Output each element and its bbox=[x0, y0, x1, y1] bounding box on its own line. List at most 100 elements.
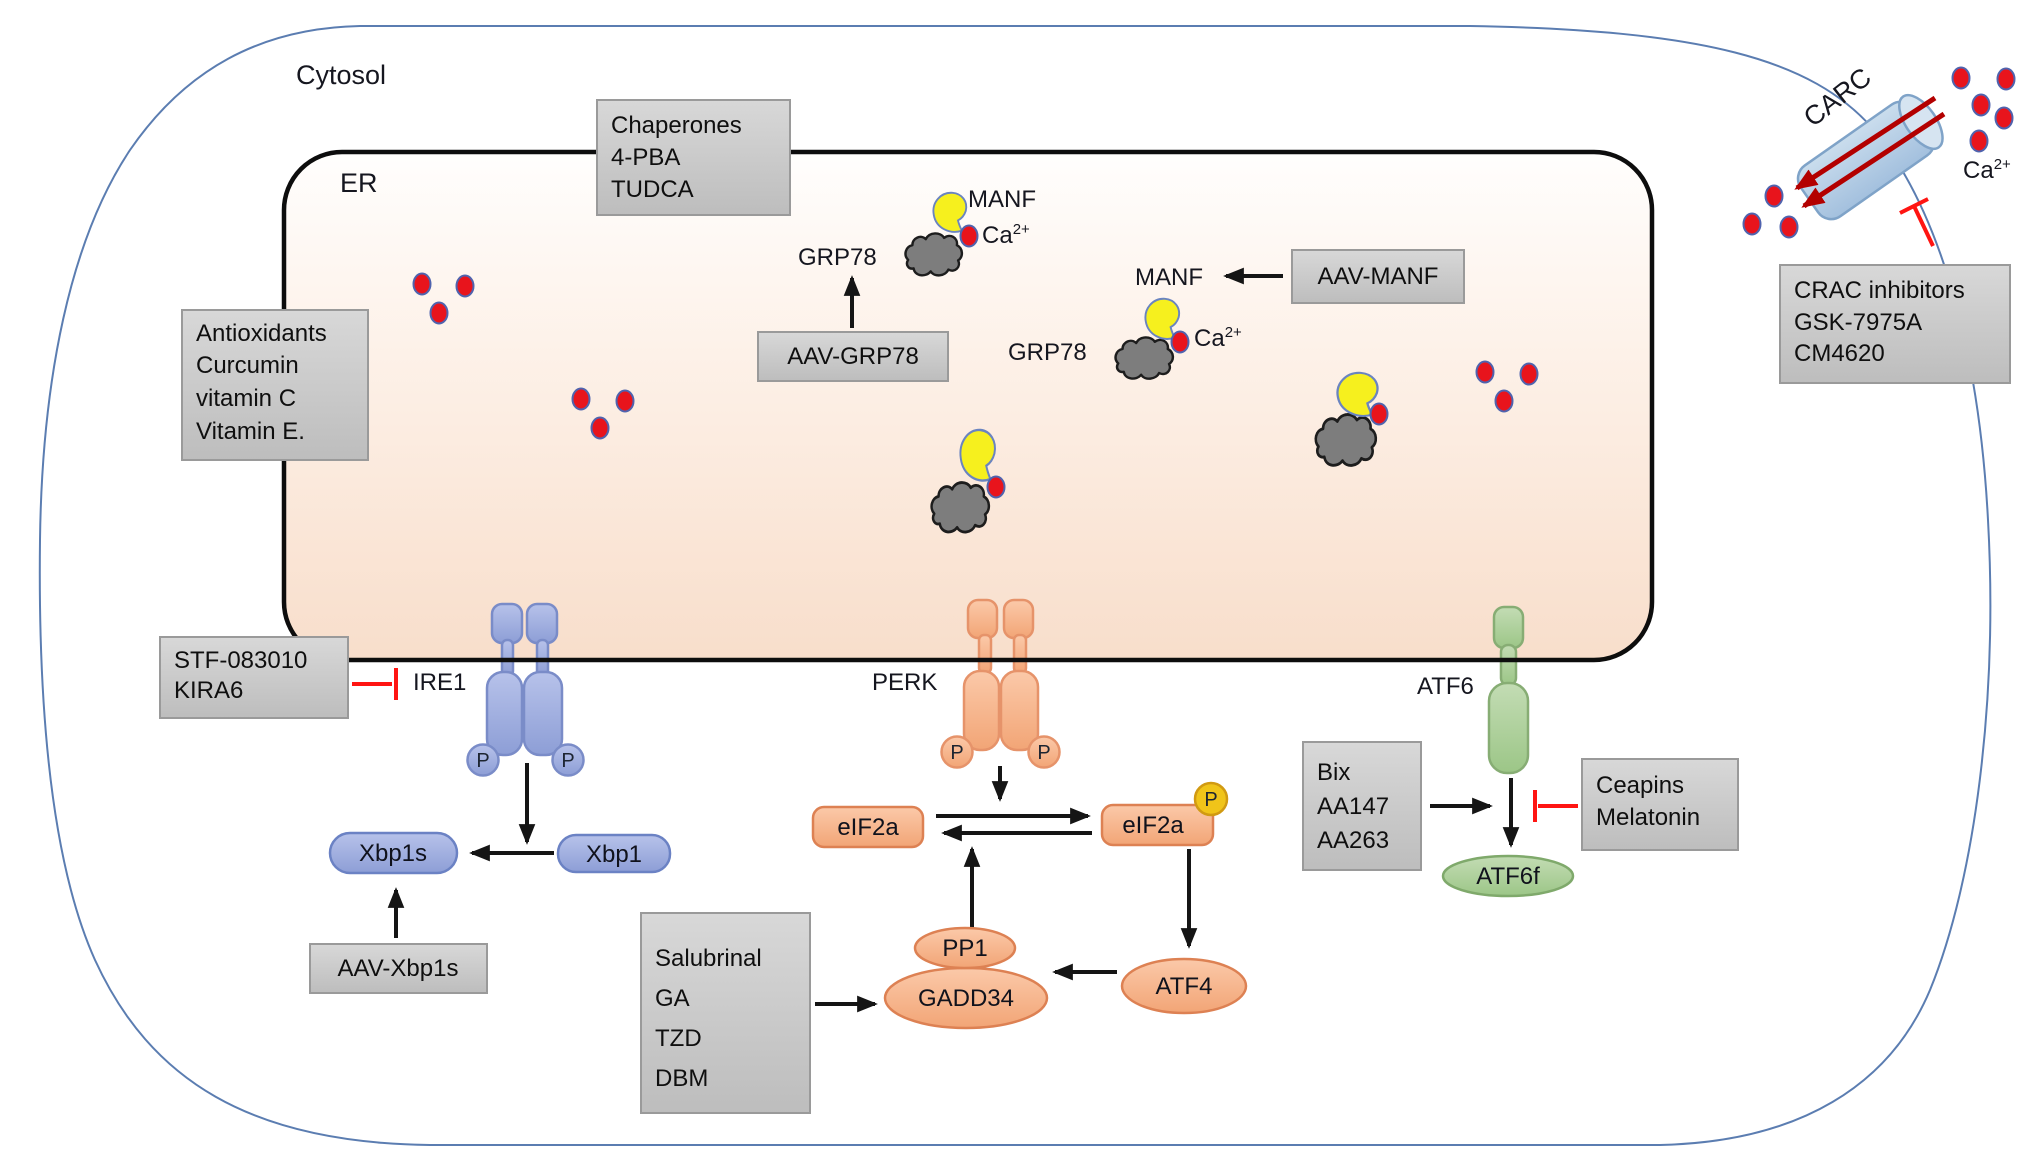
gadd34-modulators-line: Salubrinal bbox=[655, 945, 762, 972]
calcium-dot bbox=[959, 224, 979, 248]
aav-manf-label: AAV-MANF bbox=[1318, 263, 1439, 290]
xbp1s-node: Xbp1s bbox=[328, 831, 459, 875]
gadd34-label: GADD34 bbox=[918, 985, 1014, 1012]
chaperones-line: 4-PBA bbox=[611, 144, 680, 171]
gadd34-modulators-box: Salubrinal GA TZD DBM bbox=[640, 912, 811, 1114]
gadd34-modulators-line: TZD bbox=[655, 1025, 702, 1052]
crac-inhibitors-line: CRAC inhibitors bbox=[1794, 277, 1965, 304]
calcium-dot bbox=[1971, 93, 1991, 117]
er-label: ER bbox=[340, 168, 378, 198]
pp1-node: PP1 bbox=[913, 926, 1017, 970]
atf6f-node: ATF6f bbox=[1441, 854, 1575, 898]
phospho-badge bbox=[551, 743, 585, 777]
calcium-dot bbox=[1764, 184, 1784, 208]
atf6-activators-box: Bix AA147 AA263 bbox=[1302, 741, 1422, 871]
grp78-manf-complex-4 bbox=[1314, 371, 1389, 467]
atf6-inhibitors-line: Melatonin bbox=[1596, 804, 1700, 831]
phospho-badge bbox=[466, 743, 500, 777]
antioxidants-line: Antioxidants bbox=[196, 320, 327, 347]
calcium-dot bbox=[615, 389, 635, 413]
calcium-cluster-right bbox=[1475, 360, 1539, 413]
eif2a-p-label: eIF2a bbox=[1122, 812, 1184, 839]
calcium-dot bbox=[1494, 389, 1514, 413]
atf6-activators-line: Bix bbox=[1317, 759, 1350, 786]
aav-grp78-box: AAV-GRP78 bbox=[757, 331, 949, 382]
perk-receptor bbox=[940, 598, 1061, 769]
calcium-label: Ca2+ bbox=[1194, 324, 1242, 352]
xbp1s-label: Xbp1s bbox=[359, 840, 427, 867]
calcium-dot bbox=[986, 475, 1006, 499]
grp78-manf-complex-2: MANF GRP78 Ca2+ bbox=[1008, 264, 1242, 380]
phospho-p-label: P bbox=[1204, 789, 1217, 811]
grp78-protein-icon bbox=[930, 481, 991, 534]
atf4-node: ATF4 bbox=[1120, 957, 1248, 1015]
atf6-inhibitors-line: Ceapins bbox=[1596, 772, 1684, 799]
xbp1-node: Xbp1 bbox=[556, 833, 672, 874]
eif2a-node: eIF2a bbox=[811, 805, 925, 849]
calcium-dot bbox=[1969, 129, 1989, 153]
grp78-protein-icon bbox=[1114, 336, 1175, 380]
atf4-label: ATF4 bbox=[1156, 973, 1213, 1000]
atf6-receptor bbox=[1487, 605, 1530, 775]
phospho-p-label: P bbox=[561, 750, 574, 772]
ire1-inhibitors-line: KIRA6 bbox=[174, 677, 243, 704]
antioxidants-line: vitamin C bbox=[196, 385, 296, 412]
calcium-dot bbox=[1475, 360, 1495, 384]
grp78-protein-icon bbox=[1314, 413, 1378, 467]
perk-label: PERK bbox=[872, 669, 937, 696]
eif2a-label: eIF2a bbox=[837, 814, 899, 841]
cytosol-label: Cytosol bbox=[296, 60, 386, 90]
ire1-inhibitors-box: STF-083010 KIRA6 bbox=[159, 636, 349, 719]
atf6f-label: ATF6f bbox=[1476, 863, 1540, 890]
calcium-dot bbox=[455, 274, 475, 298]
grp78-manf-complex-1: MANF GRP78 Ca2+ bbox=[798, 186, 1036, 277]
calcium-dot bbox=[1369, 402, 1389, 426]
calcium-dot bbox=[590, 416, 610, 440]
calcium-dot bbox=[1951, 66, 1971, 90]
grp78-manf-complex-3 bbox=[930, 428, 1006, 534]
aav-xbp1s-label: AAV-Xbp1s bbox=[338, 955, 459, 982]
ire1-inhibitors-line: STF-083010 bbox=[174, 647, 307, 674]
gadd34-modulators-line: DBM bbox=[655, 1065, 708, 1092]
calcium-dot bbox=[412, 272, 432, 296]
antioxidants-line: Curcumin bbox=[196, 352, 299, 379]
chaperones-line: Chaperones bbox=[611, 112, 742, 139]
ire1-label: IRE1 bbox=[413, 669, 466, 696]
carc-inhibition-tbar bbox=[1899, 197, 1935, 247]
calcium-influx-arrow bbox=[1801, 111, 1946, 209]
calcium-dot bbox=[1742, 212, 1762, 236]
grp78-label: GRP78 bbox=[798, 244, 877, 271]
crac-inhibitors-line: CM4620 bbox=[1794, 340, 1885, 367]
phospho-badge bbox=[1027, 735, 1061, 769]
chaperones-line: TUDCA bbox=[611, 176, 694, 203]
calcium-dot bbox=[571, 387, 591, 411]
atf6-activators-line: AA263 bbox=[1317, 827, 1389, 854]
grp78-protein-icon bbox=[904, 232, 964, 277]
chaperones-box: Chaperones 4-PBA TUDCA bbox=[596, 99, 791, 216]
calcium-dot bbox=[1779, 215, 1799, 239]
grp78-label: GRP78 bbox=[1008, 339, 1087, 366]
atf6-activators-line: AA147 bbox=[1317, 793, 1389, 820]
calcium-dot bbox=[1996, 67, 2016, 91]
atf6-inhibition-tbar bbox=[1533, 790, 1578, 822]
calcium-influx-arrow bbox=[1794, 95, 1937, 191]
gadd34-node: GADD34 bbox=[883, 966, 1049, 1030]
phospho-badge bbox=[940, 735, 974, 769]
gadd34-modulators-line: GA bbox=[655, 985, 690, 1012]
crac-inhibitors-line: GSK-7975A bbox=[1794, 309, 1922, 336]
pp1-label: PP1 bbox=[942, 935, 987, 962]
calcium-dot bbox=[429, 301, 449, 325]
aav-grp78-label: AAV-GRP78 bbox=[787, 343, 919, 370]
calcium-dot bbox=[1994, 106, 2014, 130]
ire1-inhibition-tbar bbox=[352, 668, 398, 700]
crac-inhibitors-box: CRAC inhibitors GSK-7975A CM4620 bbox=[1779, 264, 2011, 384]
calcium-dot bbox=[1519, 362, 1539, 386]
phospho-p-label: P bbox=[476, 750, 489, 772]
calcium-cluster-left bbox=[412, 272, 475, 325]
calcium-label: Ca2+ bbox=[1963, 156, 2011, 184]
eif2a-p-node: eIF2a P bbox=[1100, 781, 1229, 847]
antioxidants-line: Vitamin E. bbox=[196, 418, 305, 445]
calcium-cluster-extracellular bbox=[1951, 66, 2016, 153]
